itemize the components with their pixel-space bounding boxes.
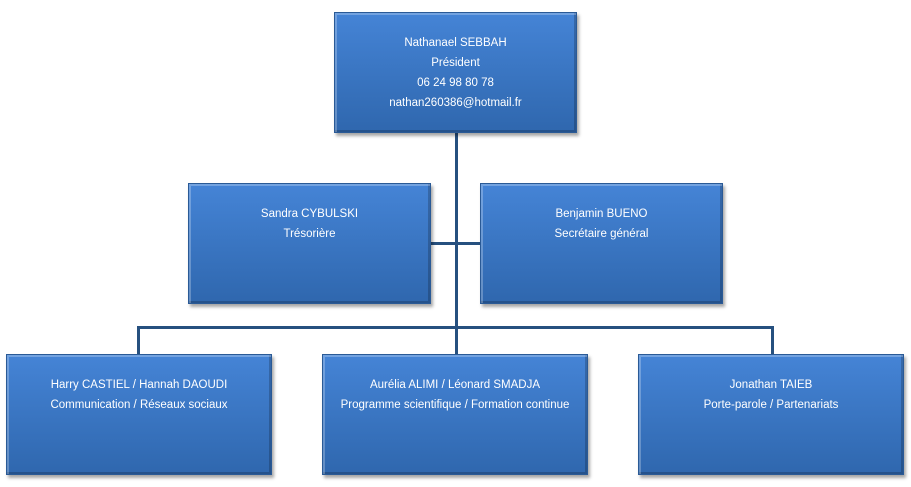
president-name: Nathanael SEBBAH [404,37,507,49]
member-role: Secrétaire général [554,228,649,240]
connector-line [137,326,140,354]
president-phone: 06 24 98 80 78 [417,77,494,89]
connector-line [771,326,774,354]
president-box: Nathanael SEBBAH Président 06 24 98 80 7… [334,12,577,133]
member-name: Sandra CYBULSKI [260,208,359,220]
president-role: Président [431,57,480,69]
member-name: Aurélia ALIMI / Léonard SMADJA [369,379,541,391]
member-name: Benjamin BUENO [555,208,648,220]
communication-box: Harry CASTIEL / Hannah DAOUDI Communicat… [6,354,272,475]
scientific-program-box: Aurélia ALIMI / Léonard SMADJA Programme… [322,354,588,475]
member-role: Porte-parole / Partenariats [703,399,839,411]
connector-line [431,242,480,245]
member-role: Programme scientifique / Formation conti… [340,399,570,411]
treasurer-box: Sandra CYBULSKI Trésorière [188,183,431,304]
president-email: nathan260386@hotmail.fr [389,97,522,109]
member-name: Harry CASTIEL / Hannah DAOUDI [50,379,228,391]
member-name: Jonathan TAIEB [729,379,813,391]
member-role: Communication / Réseaux sociaux [50,399,228,411]
secretary-box: Benjamin BUENO Secrétaire général [480,183,723,304]
member-role: Trésorière [283,228,336,240]
connector-line [137,326,774,329]
spokesperson-box: Jonathan TAIEB Porte-parole / Partenaria… [638,354,904,475]
